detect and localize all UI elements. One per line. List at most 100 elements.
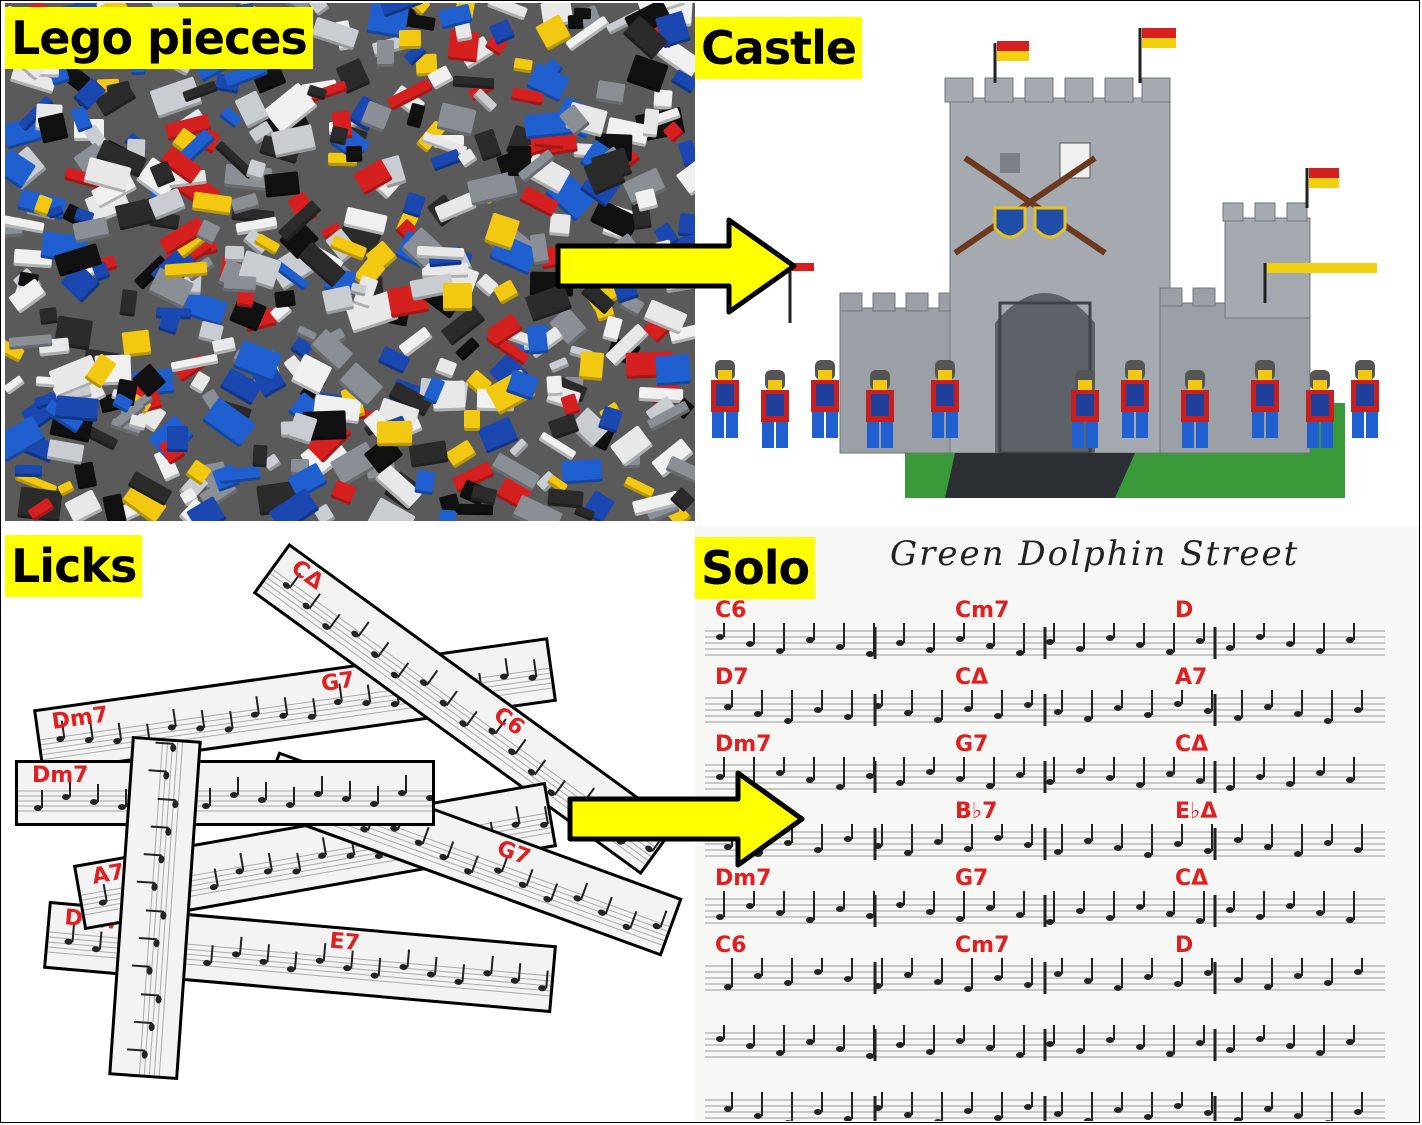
lego-brick (595, 80, 626, 105)
chord-symbol: G7 (319, 667, 357, 698)
lego-brick (578, 351, 605, 381)
chord-symbol: Cm7 (955, 933, 1009, 958)
licks-label: Licks (5, 535, 143, 597)
staff-row (705, 623, 1385, 659)
lego-brick (623, 475, 655, 500)
lego-brick (434, 357, 458, 379)
lego-brick (398, 29, 422, 50)
chord-symbol: Dm7 (32, 763, 89, 788)
lego-brick (330, 479, 357, 506)
lego-brick (548, 356, 570, 374)
knight-minifigure (1121, 360, 1149, 438)
chord-symbol: CΔ (955, 665, 988, 690)
lego-brick (274, 289, 296, 309)
chord-symbol: G7 (955, 732, 988, 757)
chord-symbol: D7 (715, 665, 749, 690)
sheet-title: Green Dolphin Street (890, 534, 1300, 574)
lego-brick (55, 395, 99, 422)
chord-symbol: CΔ (1175, 866, 1208, 891)
lego-brick (464, 410, 480, 431)
lick-strip (108, 735, 202, 1081)
lego-brick (252, 444, 268, 468)
lego-brick (547, 488, 584, 509)
chord-symbol: D (1175, 598, 1193, 623)
knight-minifigure (711, 360, 739, 438)
lego-brick (5, 375, 26, 395)
arrow-right-icon (555, 217, 797, 315)
lego-brick (376, 420, 413, 447)
staff-row (705, 891, 1385, 927)
lego-brick (472, 88, 498, 113)
chord-symbol: Cm7 (955, 598, 1009, 623)
chord-symbol: CΔ (1175, 732, 1208, 757)
lego-brick (526, 324, 549, 355)
lego-brick (430, 148, 462, 172)
knight-minifigure (1071, 370, 1099, 448)
castle-photo (695, 3, 1419, 526)
lego-brick (486, 3, 529, 21)
lick-strip: Dm7 (15, 760, 435, 826)
lego-brick (414, 469, 436, 496)
lego-brick (567, 14, 584, 30)
lego-brick (466, 171, 519, 206)
knight-minifigure (761, 370, 789, 448)
staff-row (705, 958, 1385, 994)
lego-brick (39, 307, 58, 325)
lego-brick (443, 283, 472, 311)
chord-symbol: C6 (715, 933, 746, 958)
knight-minifigure (866, 370, 894, 448)
solo-label: Solo (695, 537, 816, 599)
lego-brick (164, 261, 208, 279)
lego-brick (46, 439, 85, 465)
chord-symbol: G7 (955, 866, 988, 891)
knight-minifigure (1351, 360, 1379, 438)
lego-brick (452, 75, 495, 90)
lego-brick (377, 40, 394, 67)
chord-symbol: E♭Δ (1175, 799, 1217, 824)
lego-brick (73, 461, 98, 490)
lego-brick (456, 503, 494, 516)
lego-brick (211, 336, 237, 356)
lego-brick (398, 326, 433, 358)
lego-brick (513, 57, 533, 74)
lego-brick (64, 489, 103, 521)
staff-row (705, 1025, 1385, 1061)
lego-brick (310, 16, 360, 51)
lego-brick (416, 245, 465, 261)
lego-brick (546, 375, 563, 397)
lego-brick (547, 413, 580, 440)
chord-symbol: D (1175, 933, 1193, 958)
lego-brick (409, 14, 436, 31)
castle-label: Castle (695, 17, 863, 79)
knight-minifigure (1306, 370, 1334, 448)
lego-brick (263, 171, 301, 198)
knight-minifigure (1251, 360, 1279, 438)
lego-brick (654, 353, 692, 387)
castle-illustration (711, 28, 1379, 498)
lego-brick (119, 289, 138, 317)
staff-row (705, 690, 1385, 726)
lego-brick (653, 89, 673, 110)
lego-brick (665, 455, 695, 487)
chord-symbol: E7 (328, 928, 361, 957)
lego-brick (561, 458, 603, 485)
staff-row (705, 757, 1385, 793)
lego-brick (121, 329, 152, 358)
staff-lines: C6Cm7DD7CΔA7Dm7G7CΔFm7B♭7E♭ΔDm7G7CΔC6Cm7… (705, 598, 1385, 1121)
lego-brick (223, 275, 257, 293)
chord-symbol: B♭7 (955, 799, 997, 824)
lego-brick (445, 439, 477, 469)
chord-symbol: C6 (715, 598, 746, 623)
knight-minifigure (811, 360, 839, 438)
knight-minifigure (931, 360, 959, 438)
lego-brick (219, 465, 261, 485)
staff-row (705, 1092, 1385, 1121)
lego-brick (37, 112, 69, 144)
chord-symbol: A7 (1175, 665, 1207, 690)
lego-brick (437, 509, 457, 521)
chord-symbol: Dm7 (715, 732, 772, 757)
lego-brick (191, 191, 233, 216)
lego-brick (408, 440, 449, 468)
